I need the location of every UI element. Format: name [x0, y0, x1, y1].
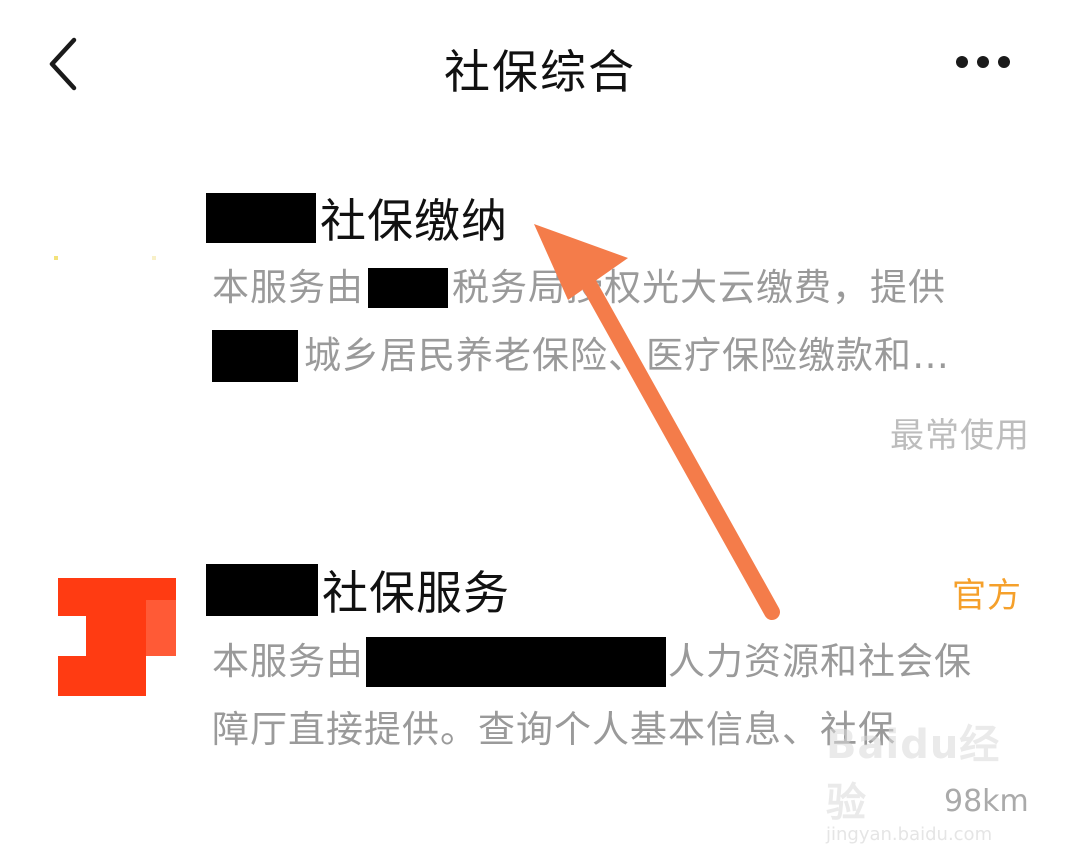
redaction-block [212, 330, 298, 382]
result-item-social-insurance-service[interactable]: 社保服务 官方 本服务由 人力资源和社会保 障厅直接提供。查询个人基本信息、社保 [0, 540, 1080, 810]
baidu-watermark: Baidu经验 jingyan.baidu.com [826, 722, 1001, 845]
redaction-block [206, 193, 316, 243]
nav-bar: 社保综合 [0, 0, 1080, 130]
result-name: 社保缴纳 [206, 188, 508, 248]
chevron-left-icon[interactable] [40, 34, 90, 94]
official-badge: 官方 [952, 576, 1022, 616]
app-logo-icon [50, 256, 160, 268]
result-description: 本服务由 税务局授权光大云缴费，提供 城乡居民养老保险、医疗保险缴款和… [212, 254, 1022, 390]
result-item-social-insurance-payment[interactable]: 社保缴纳 本服务由 税务局授权光大云缴费，提供 城乡居民养老保险、医疗保险缴款和… [0, 170, 1080, 490]
page-title: 社保综合 [444, 45, 636, 99]
more-horizontal-icon[interactable] [952, 50, 1014, 74]
app-logo-icon [58, 578, 176, 696]
redaction-block [368, 268, 448, 308]
redaction-block [206, 564, 318, 616]
result-name: 社保服务 [206, 560, 510, 620]
result-description: 本服务由 人力资源和社会保 障厅直接提供。查询个人基本信息、社保 [212, 628, 1022, 764]
frequent-use-tag: 最常使用 [890, 416, 1030, 456]
redaction-block [366, 637, 666, 687]
